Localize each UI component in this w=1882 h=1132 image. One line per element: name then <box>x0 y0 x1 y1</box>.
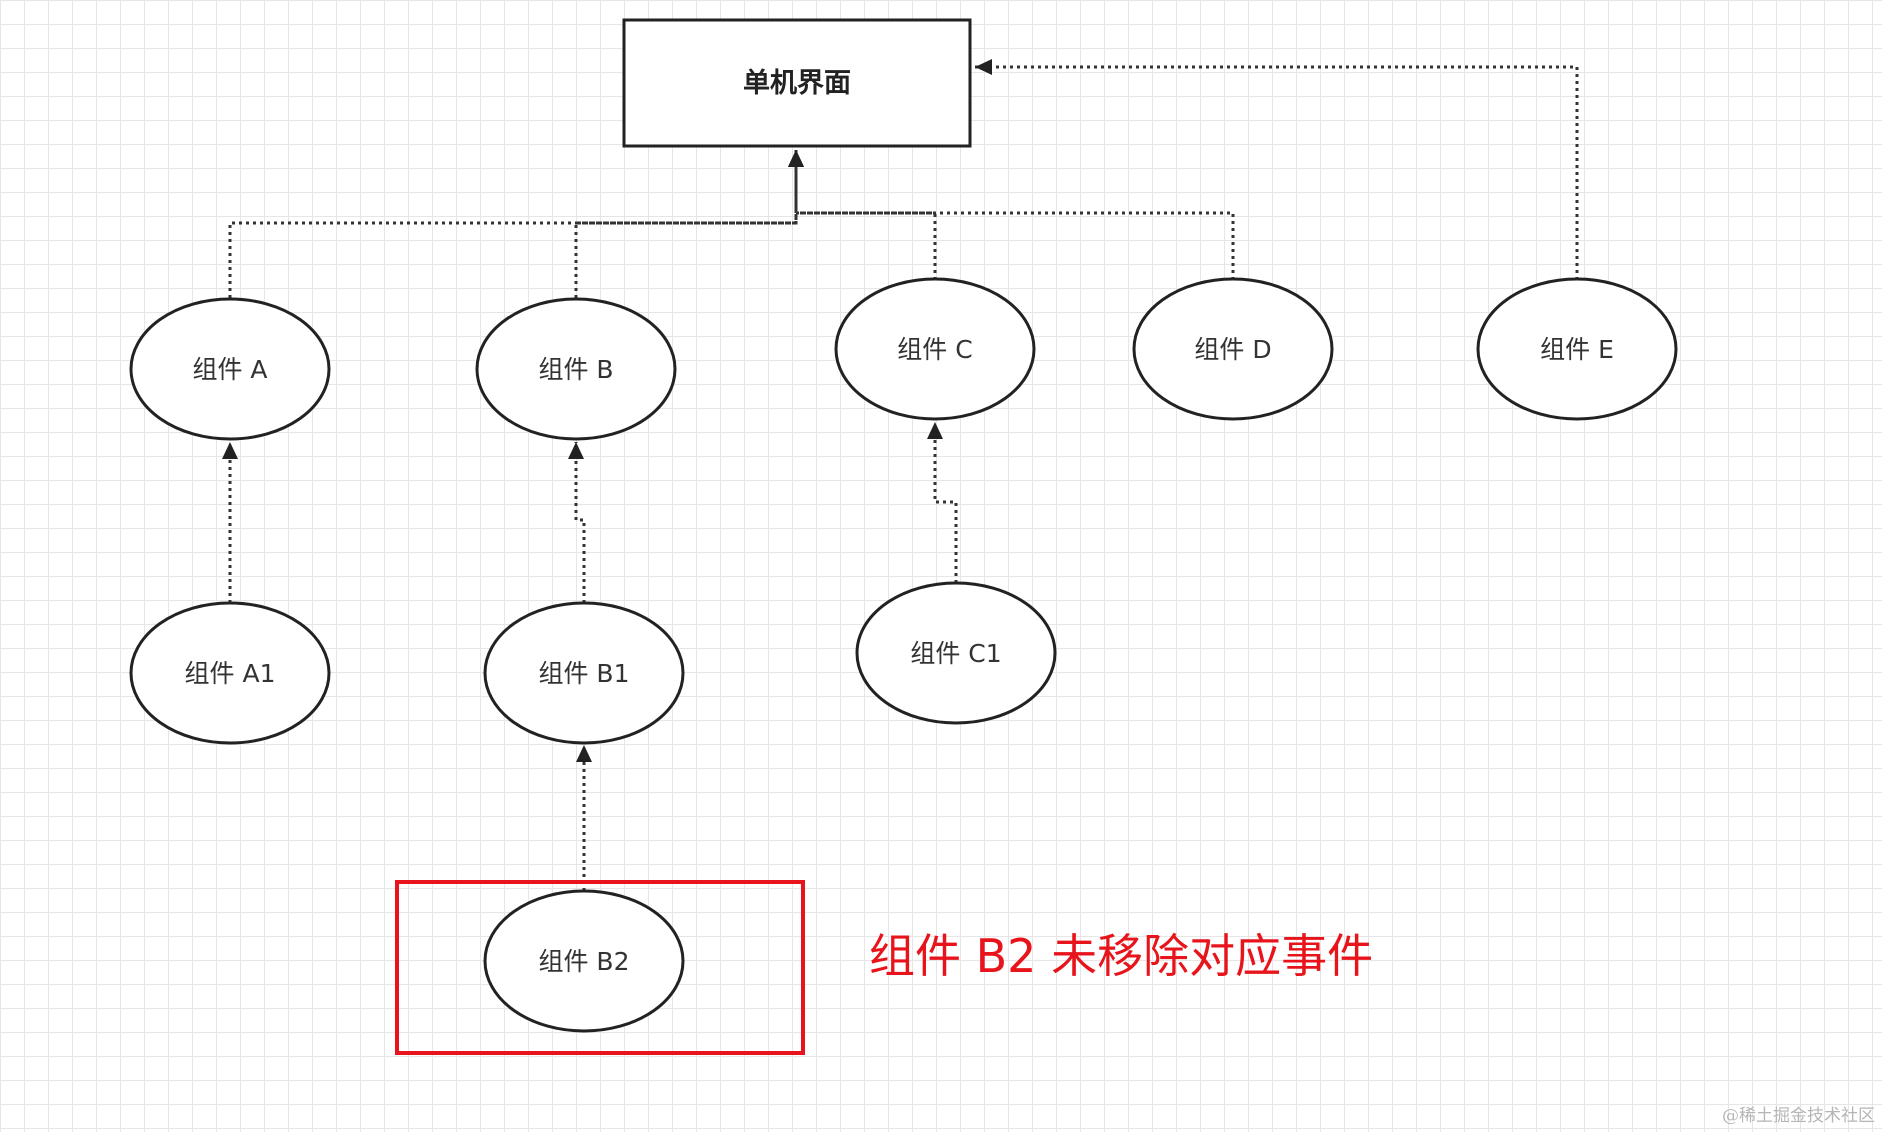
edge-e-to-root <box>975 59 1579 280</box>
edge-c-to-root <box>788 150 937 280</box>
node-b2-label: 组件 B2 <box>538 947 629 976</box>
node-b-label: 组件 B <box>538 355 613 384</box>
connectors <box>222 59 1579 891</box>
node-e: 组件 E <box>1476 277 1678 421</box>
node-c1-label: 组件 C1 <box>910 639 1001 668</box>
node-b: 组件 B <box>475 297 677 441</box>
annotation-text: 组件 B2 未移除对应事件 <box>869 929 1373 983</box>
node-b1: 组件 B1 <box>483 601 685 745</box>
node-e-label: 组件 E <box>1540 335 1614 364</box>
edge-b1-to-b <box>568 442 586 603</box>
node-b1-label: 组件 B1 <box>538 659 629 688</box>
node-a1-label: 组件 A1 <box>185 659 276 688</box>
node-b2: 组件 B2 <box>483 889 685 1033</box>
watermark: @稀土掘金技术社区 <box>1722 1106 1875 1126</box>
node-a1: 组件 A1 <box>129 601 331 745</box>
edge-a-to-root <box>228 150 804 298</box>
root-node: 单机界面 <box>622 18 972 148</box>
node-a: 组件 A <box>129 297 331 441</box>
node-c: 组件 C <box>834 277 1036 421</box>
root-label: 单机界面 <box>743 68 851 99</box>
edge-d-to-root <box>788 150 1235 280</box>
edge-b-to-root <box>574 150 804 298</box>
node-d: 组件 D <box>1132 277 1334 421</box>
node-c1: 组件 C1 <box>855 581 1057 725</box>
node-a-label: 组件 A <box>192 355 267 384</box>
highlight-box <box>395 880 805 1055</box>
edge-c1-to-c <box>927 422 958 583</box>
node-c-label: 组件 C <box>897 335 972 364</box>
node-d-label: 组件 D <box>1194 335 1271 364</box>
